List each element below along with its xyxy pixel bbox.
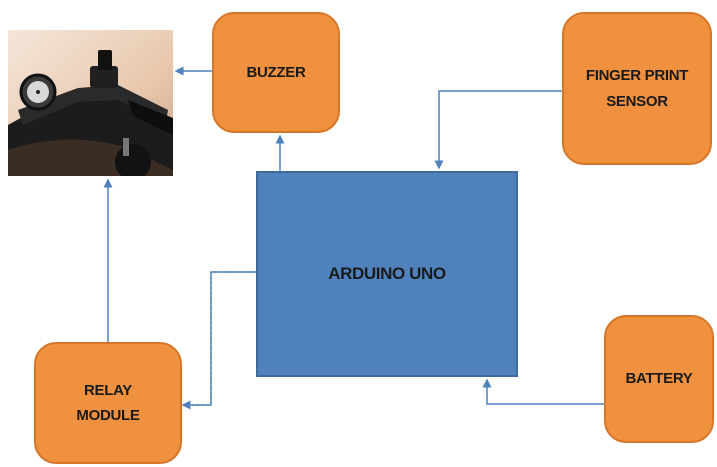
buzzer-block: BUZZER: [212, 12, 340, 133]
relay-module-label: RELAY MODULE: [76, 381, 140, 425]
buzzer-label: BUZZER: [246, 63, 306, 81]
fingerprint-sensor-label: FINGER PRINT SENSOR: [585, 67, 689, 110]
arduino-uno-label: ARDUINO UNO: [328, 264, 446, 283]
relay-module-block: RELAY MODULE: [34, 342, 182, 464]
motorcycle-handlebar-image: [8, 30, 173, 176]
battery-label: BATTERY: [625, 370, 693, 388]
arduino-uno-block: ARDUINO UNO: [256, 171, 518, 377]
fingerprint-sensor-block: FINGER PRINT SENSOR: [562, 12, 712, 165]
fingerprint-to-arduino-arrow: [434, 90, 562, 170]
battery-block: BATTERY: [604, 315, 714, 443]
arduino-to-relay-arrow: [181, 271, 256, 410]
battery-to-arduino-arrow: [482, 378, 604, 405]
